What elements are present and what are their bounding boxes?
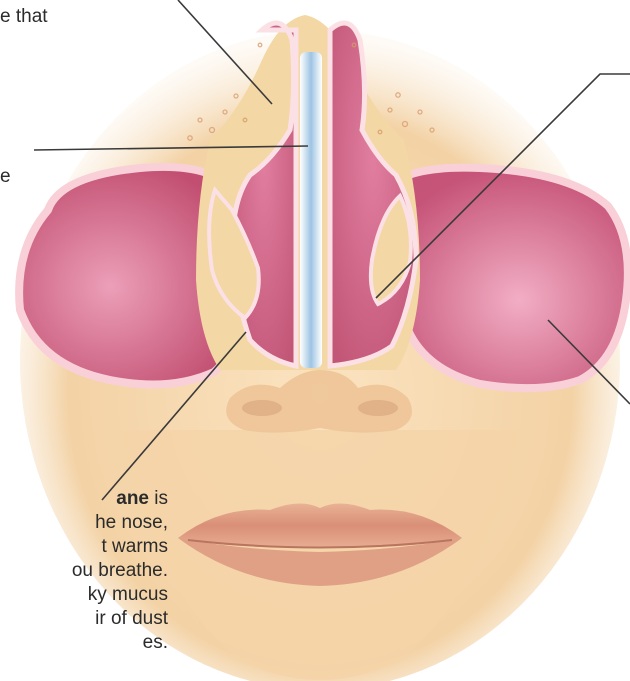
callout-line-3: t warms [0, 535, 168, 559]
callout-line-1: ane is [0, 487, 168, 511]
callout-line-6: ir of dust [0, 607, 168, 631]
nasal-septum [300, 52, 322, 368]
callout-line-1-rest: is [149, 488, 168, 509]
callout-line-4: ou breathe. [0, 559, 168, 583]
callout-line-7: es. [0, 631, 168, 655]
right-maxillary-sinus [386, 168, 628, 389]
callout-bold-term: ane [116, 488, 149, 509]
callout-mucous-membrane: ane is he nose, t warms ou breathe. ky m… [0, 487, 168, 655]
callout-line-5: ky mucus [0, 583, 168, 607]
callout-top-fragment: e that [0, 5, 48, 29]
callout-line-2: he nose, [0, 511, 168, 535]
callout-left-mid-fragment: e [0, 165, 11, 189]
